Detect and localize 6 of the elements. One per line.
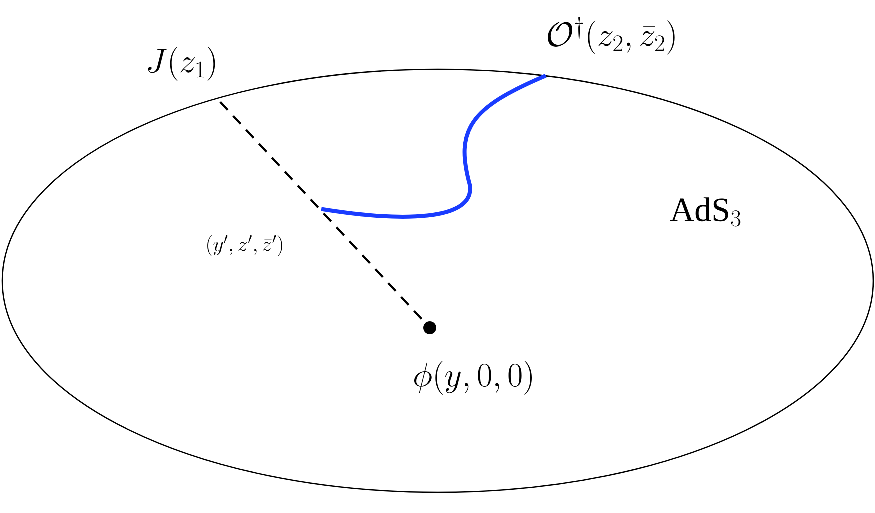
boundary-label: $J(z_1)$ — [148, 47, 216, 81]
point-label: $(y',z',\bar{z}')$ — [208, 235, 282, 257]
bulk-point: $\phi(y,0,0)$ — [414, 322, 532, 395]
node-label: $\phi(y,0,0)$ — [414, 361, 532, 395]
boundary-label: $\mathcal{O}^\dagger(z_2,\bar{z}_2)$ — [548, 17, 675, 55]
curve — [321, 74, 547, 219]
